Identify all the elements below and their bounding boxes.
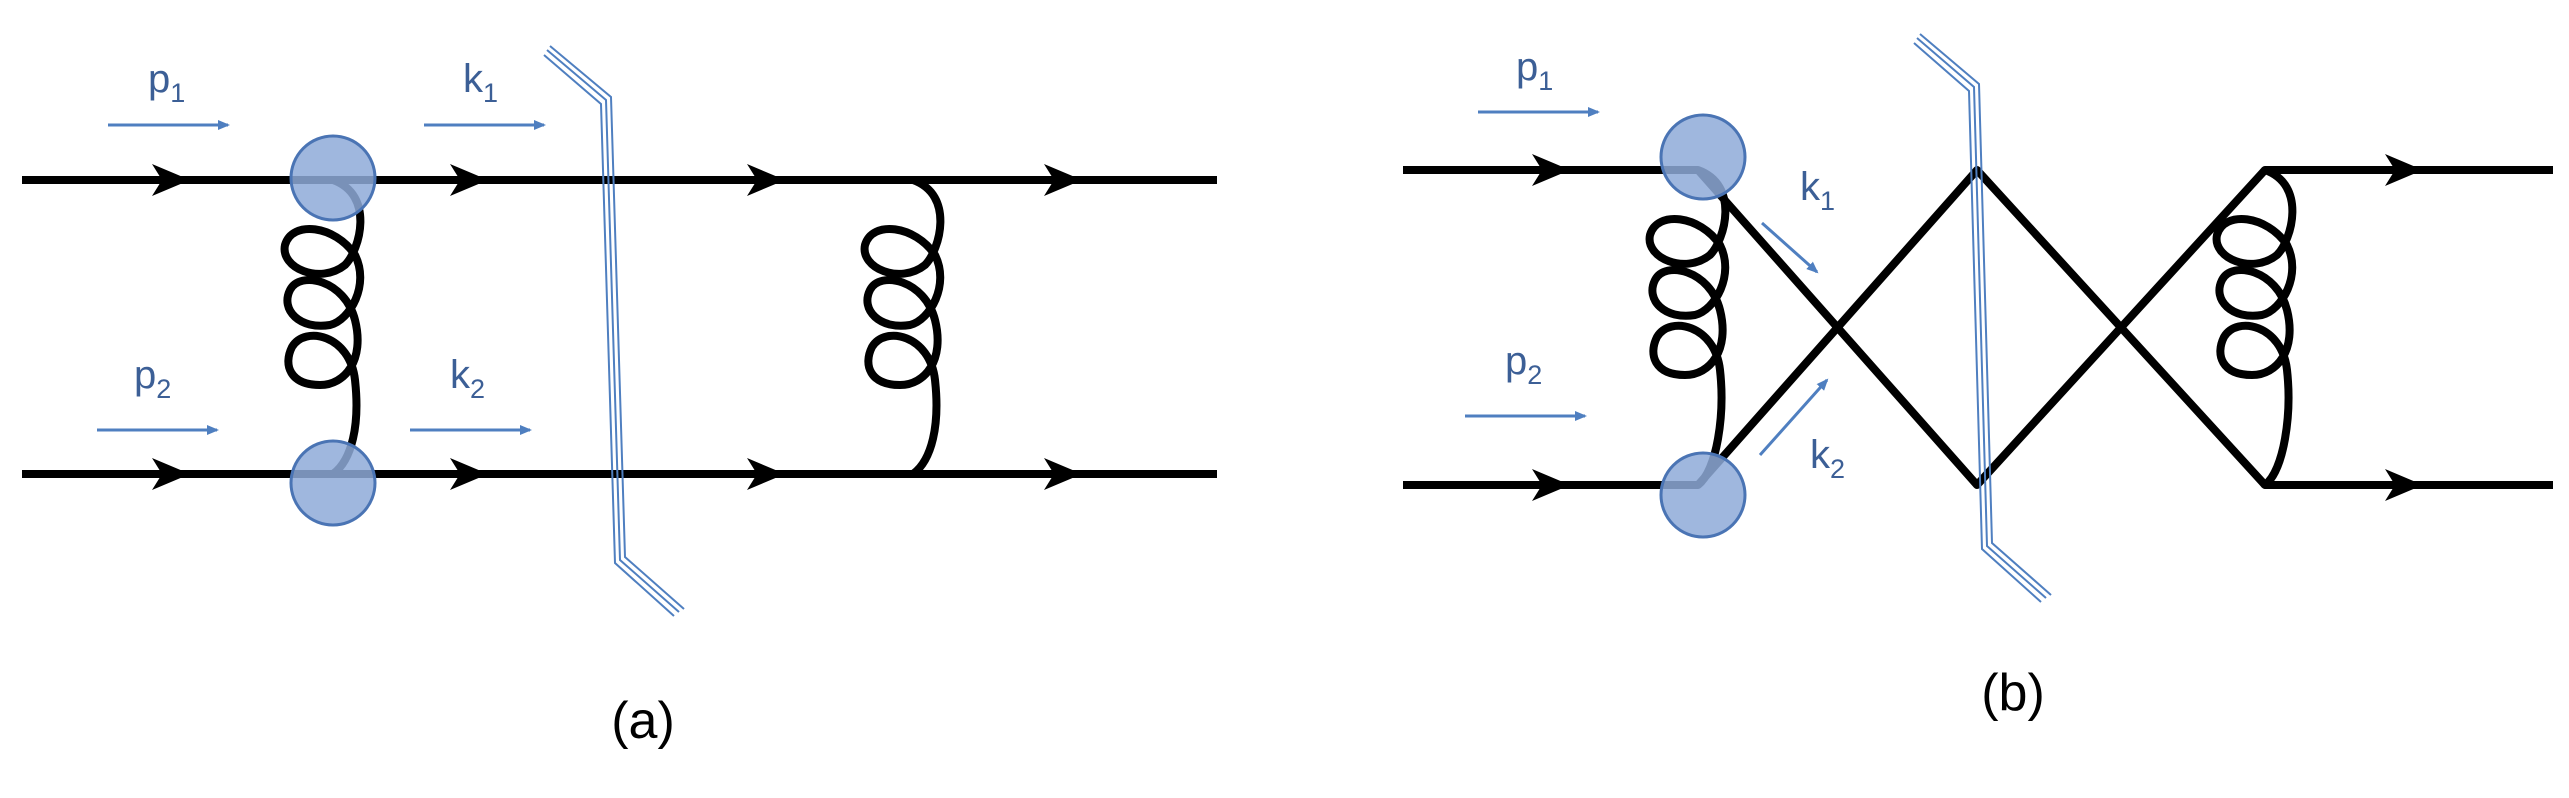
caption-b: (b) [1981, 664, 2045, 722]
label-k2: k2 [450, 353, 485, 404]
label-p2-b: p2 [1505, 339, 1542, 390]
fermion-arrow [747, 458, 785, 490]
diagram-b: p1 p2 k1 k2 (b) [1403, 33, 2553, 722]
vertex-blob-top [289, 134, 377, 222]
fermion-arrows-b [1532, 154, 2423, 501]
label-k2-b: k2 [1810, 433, 1845, 484]
fermion-arrow [450, 164, 488, 196]
label-p1-b: p1 [1516, 45, 1553, 96]
label-p1: p1 [148, 57, 185, 108]
fermion-arrows-top [152, 164, 1082, 196]
label-k1: k1 [463, 57, 498, 108]
fermion-arrow [747, 164, 785, 196]
vertex-blob-bottom [289, 439, 377, 527]
fermion-arrow [1044, 164, 1082, 196]
fermion-arrow [450, 458, 488, 490]
k1-arrow-b [1761, 221, 1819, 274]
fermion-arrow [2385, 154, 2423, 186]
fermion-arrows-bottom [152, 458, 1082, 490]
gluon-left-b [1645, 166, 1730, 489]
label-k1-b: k1 [1800, 165, 1835, 216]
gluon-right-b [2212, 166, 2297, 489]
vertex-blob-bottom-b [1659, 451, 1747, 539]
caption-a: (a) [611, 692, 675, 750]
fermion-arrow [1532, 469, 1570, 501]
gluon-left [280, 176, 365, 478]
fermion-arrow [1044, 458, 1082, 490]
diagram-a: p1 p2 k1 k2 (a) [22, 45, 1217, 750]
k2-arrow-b [1758, 378, 1829, 456]
unitarity-cut-a [543, 45, 685, 617]
vertex-blob-top-b [1659, 113, 1747, 201]
fermion-arrow [1532, 154, 1570, 186]
label-p2: p2 [134, 353, 171, 404]
unitarity-cut-b [1913, 33, 2052, 603]
fermion-arrow [2385, 469, 2423, 501]
fermion-arrow [152, 458, 190, 490]
gluon-right [860, 176, 945, 478]
fermion-arrow [152, 164, 190, 196]
